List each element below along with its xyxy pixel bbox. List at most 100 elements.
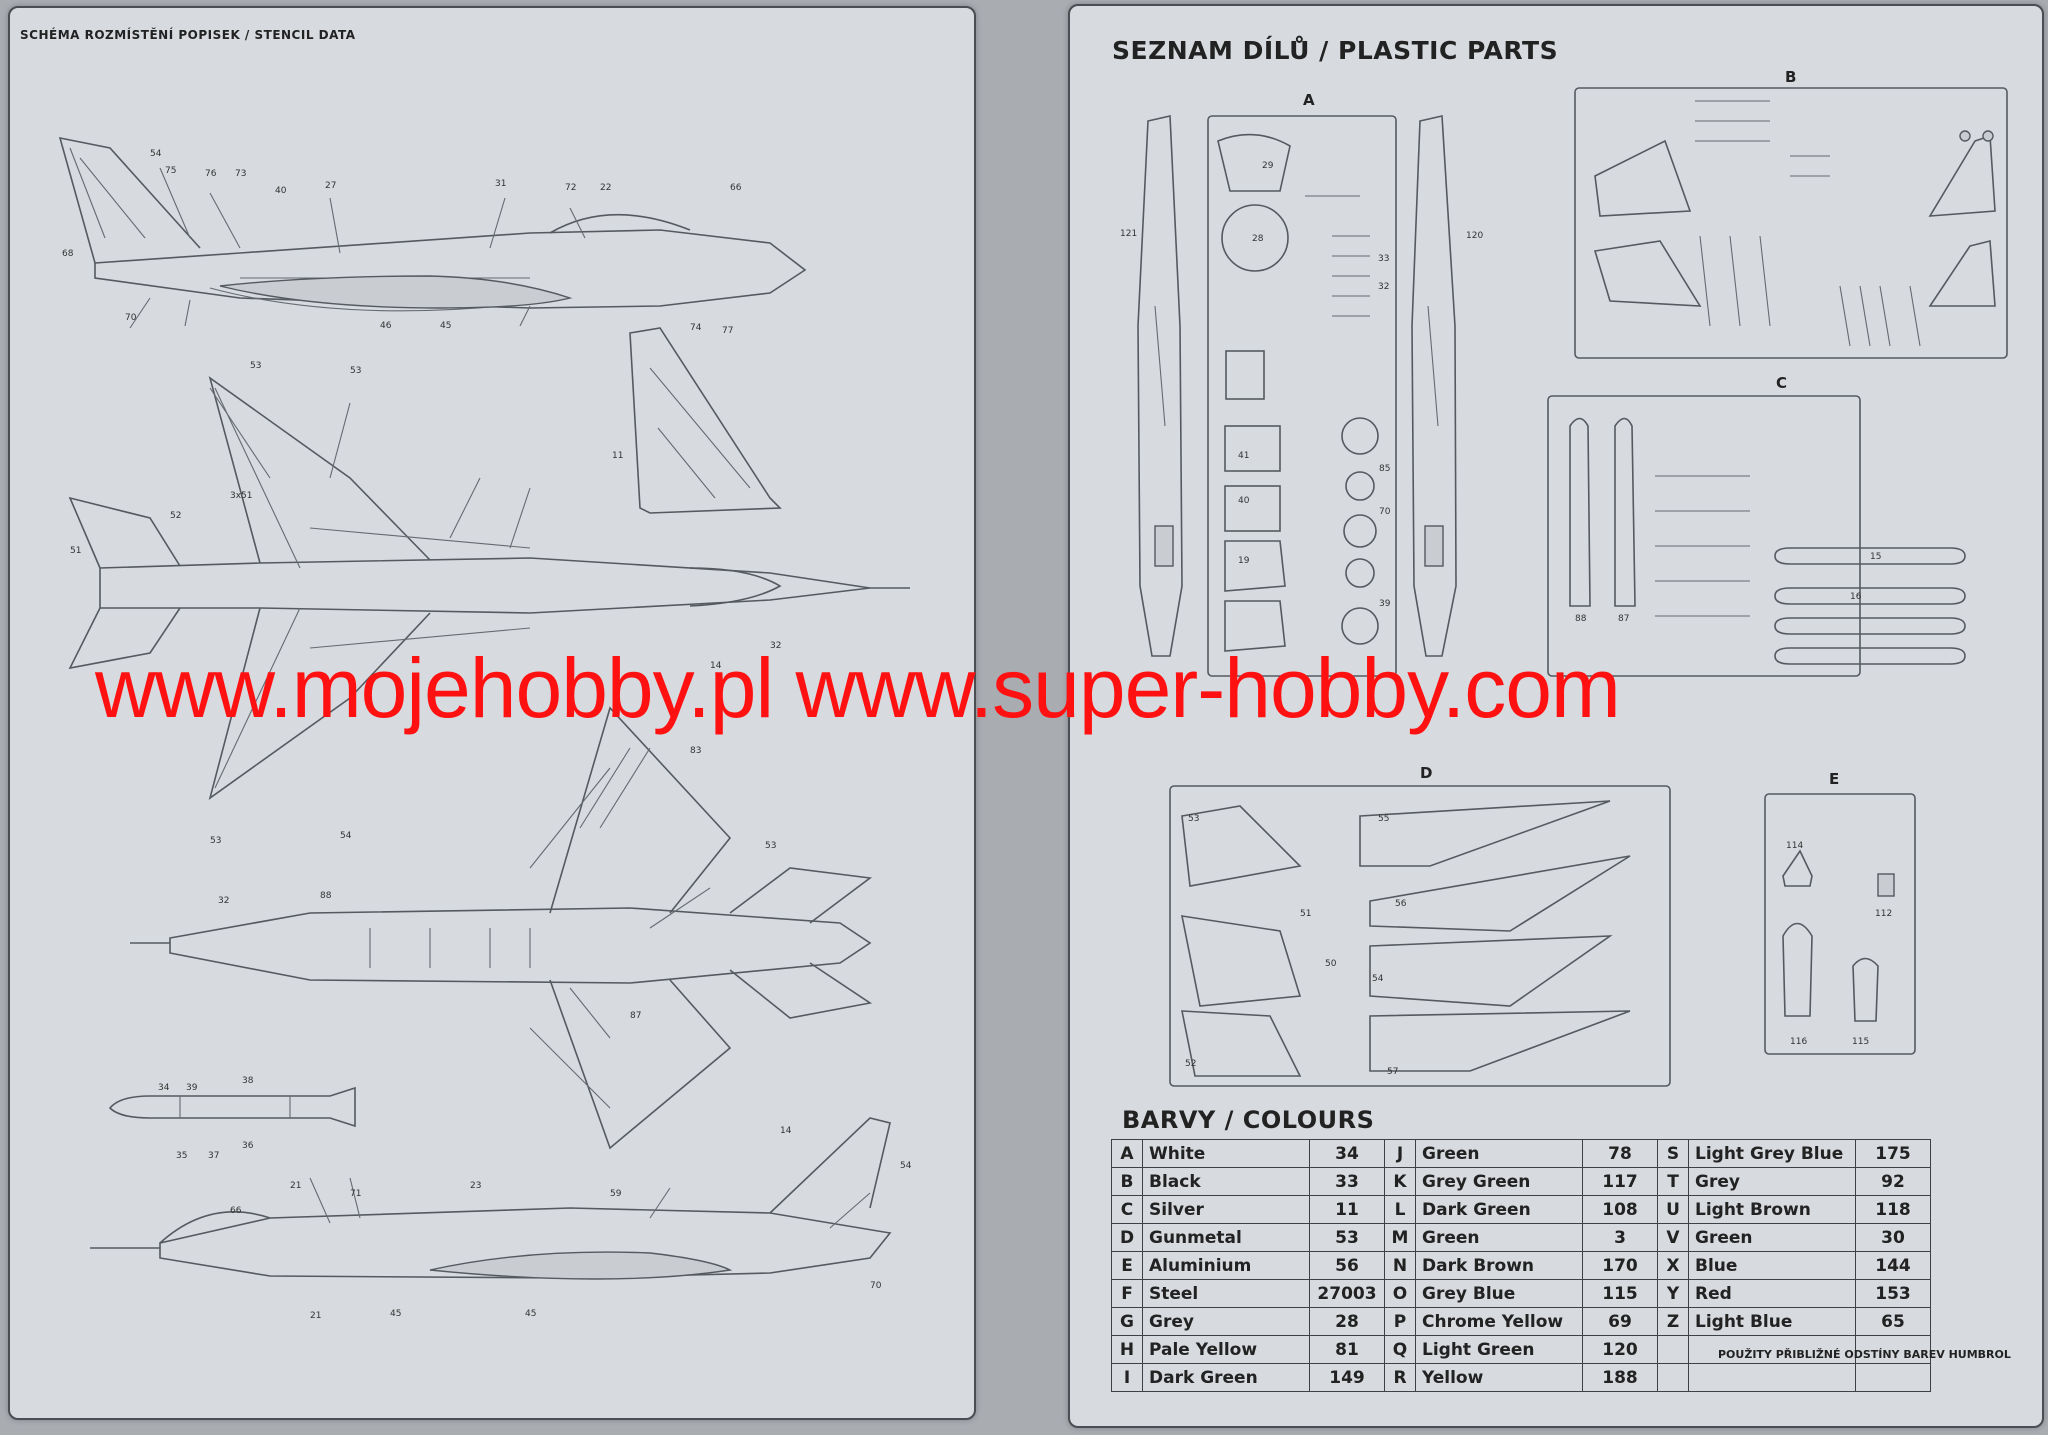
- svg-text:45: 45: [390, 1309, 401, 1319]
- svg-text:21: 21: [290, 1181, 301, 1191]
- colour-num: 11: [1309, 1195, 1385, 1224]
- svg-text:70: 70: [1379, 507, 1391, 517]
- svg-text:54: 54: [150, 149, 162, 159]
- colour-num: 153: [1855, 1279, 1931, 1308]
- colour-num: 78: [1582, 1139, 1658, 1168]
- colour-num: 56: [1309, 1251, 1385, 1280]
- colour-code: Z: [1657, 1307, 1689, 1336]
- colour-name: Dark Green: [1142, 1363, 1310, 1392]
- colour-num: 170: [1582, 1251, 1658, 1280]
- svg-text:57: 57: [1387, 1067, 1398, 1077]
- svg-text:87: 87: [1618, 614, 1629, 624]
- colour-name: Steel: [1142, 1279, 1310, 1308]
- svg-text:72: 72: [565, 183, 576, 193]
- colour-code: I: [1111, 1363, 1143, 1392]
- svg-text:22: 22: [600, 183, 611, 193]
- aircraft-side-view-bottom: [90, 1117, 892, 1280]
- svg-text:21: 21: [310, 1311, 321, 1321]
- svg-text:37: 37: [208, 1151, 219, 1161]
- svg-text:32: 32: [218, 896, 229, 906]
- svg-text:14: 14: [780, 1126, 792, 1136]
- colour-num: 92: [1855, 1167, 1931, 1196]
- svg-text:121: 121: [1120, 229, 1137, 239]
- colour-note: POUŽITY PŘIBLIŽNÉ ODSTÍNY BAREV HUMBROL: [1718, 1348, 2011, 1361]
- missile-detail: [108, 1086, 356, 1128]
- svg-text:54: 54: [900, 1161, 912, 1171]
- svg-text:53: 53: [350, 366, 361, 376]
- svg-text:51: 51: [1300, 909, 1311, 919]
- svg-text:112: 112: [1875, 909, 1892, 919]
- colour-code: G: [1111, 1307, 1143, 1336]
- colour-code: B: [1111, 1167, 1143, 1196]
- svg-text:115: 115: [1852, 1037, 1869, 1047]
- svg-text:74: 74: [690, 323, 702, 333]
- colour-code: A: [1111, 1139, 1143, 1168]
- colour-name: [1688, 1363, 1856, 1392]
- colour-name: Grey Green: [1415, 1167, 1583, 1196]
- svg-text:40: 40: [275, 186, 287, 196]
- colour-num: 149: [1309, 1363, 1385, 1392]
- colour-num: 120: [1582, 1335, 1658, 1364]
- svg-text:46: 46: [380, 321, 392, 331]
- colour-name: Grey Blue: [1415, 1279, 1583, 1308]
- colour-code: Q: [1384, 1335, 1416, 1364]
- sprue-e-label: E: [1829, 770, 1839, 788]
- svg-text:114: 114: [1786, 841, 1803, 851]
- colour-num: 115: [1582, 1279, 1658, 1308]
- svg-text:36: 36: [242, 1141, 254, 1151]
- svg-text:70: 70: [125, 313, 137, 323]
- svg-text:3x51: 3x51: [230, 491, 253, 501]
- colour-num: 118: [1855, 1195, 1931, 1224]
- colour-num: 144: [1855, 1251, 1931, 1280]
- svg-text:39: 39: [1379, 599, 1391, 609]
- sprue-e: E 116 115 114 112: [1764, 770, 1916, 1055]
- svg-text:28: 28: [1252, 234, 1264, 244]
- parts-heading: SEZNAM DÍLŮ / PLASTIC PARTS: [1112, 36, 1559, 65]
- svg-text:23: 23: [470, 1181, 481, 1191]
- svg-text:54: 54: [1372, 974, 1384, 984]
- colour-code: X: [1657, 1251, 1689, 1280]
- colour-num: 53: [1309, 1223, 1385, 1252]
- stencil-heading: SCHÉMA ROZMÍSTĚNÍ POPISEK / STENCIL DATA: [20, 28, 356, 42]
- svg-text:87: 87: [630, 1011, 641, 1021]
- colour-num: 27003: [1309, 1279, 1385, 1308]
- colour-code: C: [1111, 1195, 1143, 1224]
- colour-name: Dark Green: [1415, 1195, 1583, 1224]
- colour-code: L: [1384, 1195, 1416, 1224]
- svg-text:45: 45: [440, 321, 451, 331]
- colour-name: Light Green: [1415, 1335, 1583, 1364]
- svg-text:52: 52: [170, 511, 181, 521]
- colour-num: 117: [1582, 1167, 1658, 1196]
- svg-text:88: 88: [320, 891, 332, 901]
- svg-text:33: 33: [1378, 254, 1389, 264]
- svg-text:76: 76: [205, 169, 217, 179]
- colour-name: Aluminium: [1142, 1251, 1310, 1280]
- svg-text:54: 54: [340, 831, 352, 841]
- svg-text:53: 53: [210, 836, 221, 846]
- colour-name: Light Brown: [1688, 1195, 1856, 1224]
- colour-num: 28: [1309, 1307, 1385, 1336]
- sprue-b: B: [1574, 68, 2008, 359]
- svg-text:66: 66: [730, 183, 742, 193]
- sprue-a-label: A: [1303, 91, 1315, 109]
- colour-name: Red: [1688, 1279, 1856, 1308]
- svg-text:40: 40: [1238, 496, 1250, 506]
- svg-text:16: 16: [1850, 592, 1862, 602]
- colour-code: V: [1657, 1223, 1689, 1252]
- colour-num: 3: [1582, 1223, 1658, 1252]
- svg-text:53: 53: [250, 361, 261, 371]
- part-number-labels: 2921232428223633353234314948712075611727…: [1106, 1091, 1948, 1101]
- colour-code: J: [1384, 1139, 1416, 1168]
- colour-name: Grey: [1142, 1307, 1310, 1336]
- colour-name: Chrome Yellow: [1415, 1307, 1583, 1336]
- svg-text:116: 116: [1790, 1037, 1807, 1047]
- svg-text:68: 68: [62, 249, 74, 259]
